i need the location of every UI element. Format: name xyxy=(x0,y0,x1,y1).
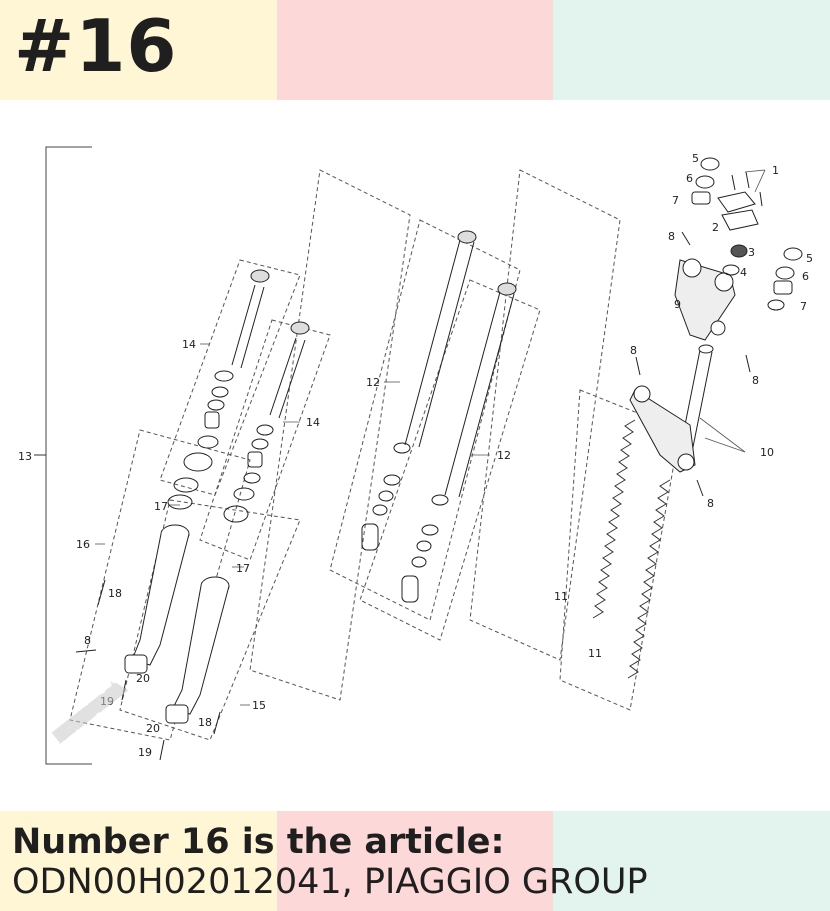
header-band-mint xyxy=(553,0,830,100)
header-band xyxy=(0,0,830,100)
callout-12: 12 xyxy=(366,376,380,389)
footer-band-mint xyxy=(553,811,830,911)
callout-7: 7 xyxy=(672,194,679,207)
svg-text:MOTODURCA: MOTODURCA xyxy=(54,682,126,742)
exploded-parts-diagram: 5 1 6 7 2 8 3 4 5 6 7 9 8 8 10 8 11 11 1… xyxy=(18,146,813,765)
callout-14: 14 xyxy=(182,338,196,351)
callout-6b: 6 xyxy=(802,270,809,283)
callout-19b: 19 xyxy=(138,746,152,759)
callout-12b: 12 xyxy=(497,449,511,462)
callout-8: 8 xyxy=(668,230,675,243)
callout-20: 20 xyxy=(136,672,150,685)
callout-7b: 7 xyxy=(800,300,807,313)
callout-9: 9 xyxy=(674,298,681,311)
callout-5: 5 xyxy=(692,152,699,165)
callout-11: 11 xyxy=(554,590,568,603)
callout-10: 10 xyxy=(760,446,774,459)
callout-18: 18 xyxy=(108,587,122,600)
callout-18b: 18 xyxy=(198,716,212,729)
caption-article-code: ODN00H02012041, PIAGGIO GROUP xyxy=(12,862,648,903)
callout-6: 6 xyxy=(686,172,693,185)
watermark-logo: MOTODURCA xyxy=(51,679,129,745)
callout-2: 2 xyxy=(712,221,719,234)
header-band-yellow xyxy=(0,0,277,100)
footer-band xyxy=(0,811,830,911)
callout-17b: 17 xyxy=(236,562,250,575)
callout-8e: 8 xyxy=(84,634,91,647)
callout-4: 4 xyxy=(740,266,747,279)
page-title: #16 xyxy=(14,4,178,88)
footer-band-pink xyxy=(276,811,554,911)
callout-8c: 8 xyxy=(752,374,759,387)
article-caption: Number 16 is the article: ODN00H02012041… xyxy=(12,822,648,903)
header-band-pink xyxy=(276,0,554,100)
footer-band-yellow xyxy=(0,811,277,911)
callout-16: 16 xyxy=(76,538,90,551)
callout-3: 3 xyxy=(748,246,755,259)
callout-8d: 8 xyxy=(707,497,714,510)
caption-heading: Number 16 is the article: xyxy=(12,822,505,862)
callout-14b: 14 xyxy=(306,416,320,429)
callout-1: 1 xyxy=(772,164,779,177)
callout-15: 15 xyxy=(252,699,266,712)
callout-11b: 11 xyxy=(588,647,602,660)
callout-20b: 20 xyxy=(146,722,160,735)
callout-5b: 5 xyxy=(806,252,813,265)
callout-19: 19 xyxy=(100,695,114,708)
callout-13: 13 xyxy=(18,450,32,463)
callout-8b: 8 xyxy=(630,344,637,357)
callout-17: 17 xyxy=(154,500,168,513)
